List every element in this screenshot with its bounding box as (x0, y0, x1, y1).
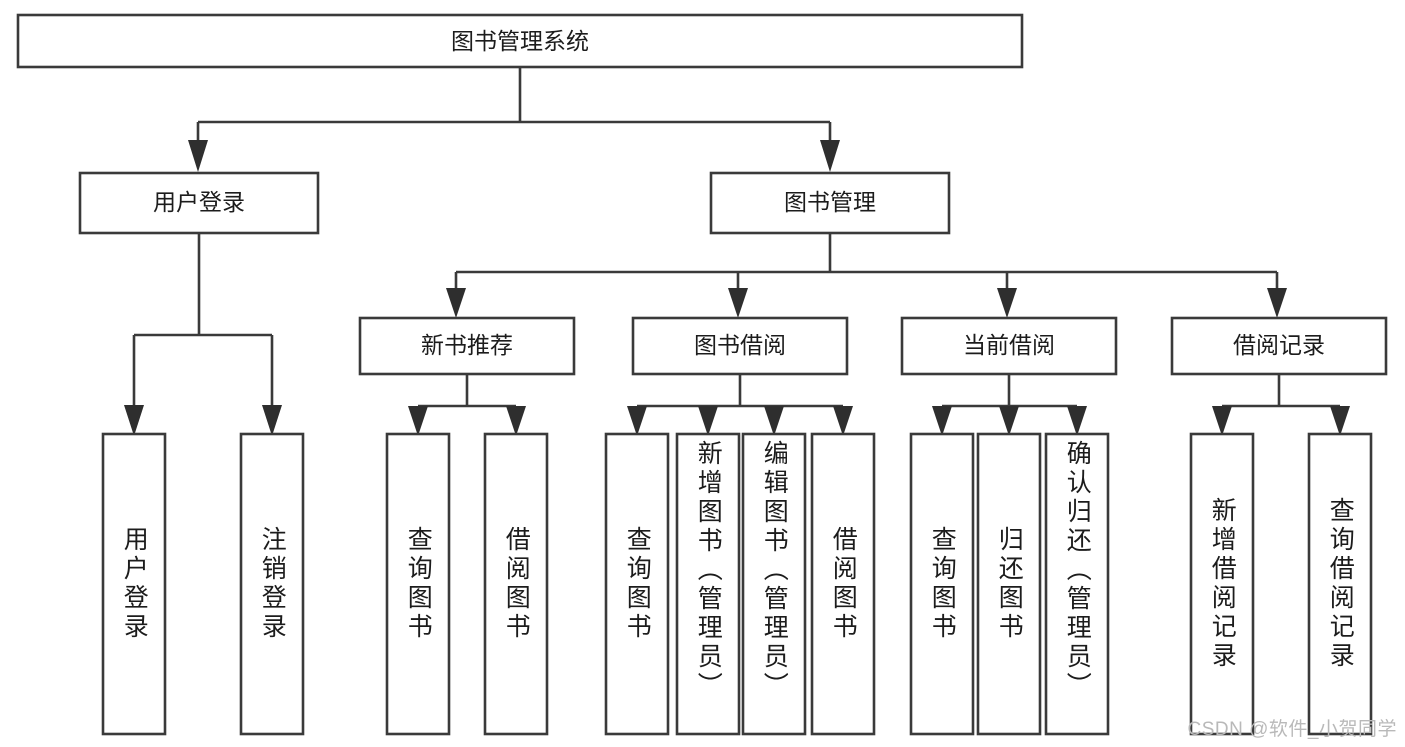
leaf-box-borrow-book-2[interactable] (810, 432, 876, 736)
arrowhead-userlogin (188, 140, 208, 172)
node-book-borrow-label: 图书借阅 (694, 332, 786, 358)
arrowhead-user-login-leaf (124, 405, 144, 436)
arrowhead-currentborrow-leaf-2 (999, 406, 1019, 436)
arrowhead-bookborrow-leaf-2 (698, 406, 718, 436)
arrowhead-bookborrow-leaf-4 (833, 406, 853, 436)
leaf-box-borrow-book-1[interactable] (483, 432, 549, 736)
arrowhead-bookborrow-leaf-1 (627, 406, 647, 436)
leaf-box-query-book-2[interactable] (604, 432, 670, 736)
node-new-book-recommend-box[interactable] (358, 316, 576, 376)
node-root-box[interactable] (16, 13, 1024, 69)
leaf-box-confirm-return[interactable] (1044, 432, 1110, 736)
leaf-box-user-login[interactable] (101, 432, 167, 736)
arrowhead-currentborrow-leaf-3 (1067, 406, 1087, 436)
arrowhead-newbook-leaf-1 (408, 406, 428, 436)
leaf-box-return-book[interactable] (976, 432, 1042, 736)
leaf-box-query-book-3[interactable] (909, 432, 975, 736)
node-book-management-box[interactable] (709, 171, 951, 235)
arrowhead-borrow-record (1267, 288, 1287, 318)
leaf-box-edit-book[interactable] (741, 432, 807, 736)
arrowhead-newbook-leaf-2 (506, 406, 526, 436)
arrowhead-current-borrow (997, 288, 1017, 318)
csdn-watermark: CSDN @软件_小贺同学 (1187, 719, 1397, 740)
leaf-box-query-borrow-record[interactable] (1307, 432, 1373, 736)
node-root-label: 图书管理系统 (451, 28, 589, 54)
arrowhead-book-borrow (728, 288, 748, 318)
arrowhead-bookborrow-leaf-3 (764, 406, 784, 436)
node-user-login-label: 用户登录 (153, 189, 245, 215)
leaf-box-add-book[interactable] (675, 432, 741, 736)
arrowhead-currentborrow-leaf-1 (932, 406, 952, 436)
node-new-book-recommend-label: 新书推荐 (421, 332, 513, 358)
node-current-borrow-box[interactable] (900, 316, 1118, 376)
node-borrow-record-label: 借阅记录 (1233, 332, 1325, 358)
node-book-management-label: 图书管理 (784, 189, 876, 215)
arrowhead-borrowrecord-leaf-1 (1212, 406, 1232, 436)
arrowhead-bookmgmt (820, 140, 840, 172)
node-book-borrow-box[interactable] (631, 316, 849, 376)
arrowhead-new-book-recommend (446, 288, 466, 318)
node-borrow-record-box[interactable] (1170, 316, 1388, 376)
leaf-box-logout[interactable] (239, 432, 305, 736)
leaf-box-query-book-1[interactable] (385, 432, 451, 736)
arrowhead-borrowrecord-leaf-2 (1330, 406, 1350, 436)
node-current-borrow-label: 当前借阅 (963, 332, 1055, 358)
arrowhead-logout-leaf (262, 405, 282, 436)
leaf-box-add-borrow-record[interactable] (1189, 432, 1255, 736)
